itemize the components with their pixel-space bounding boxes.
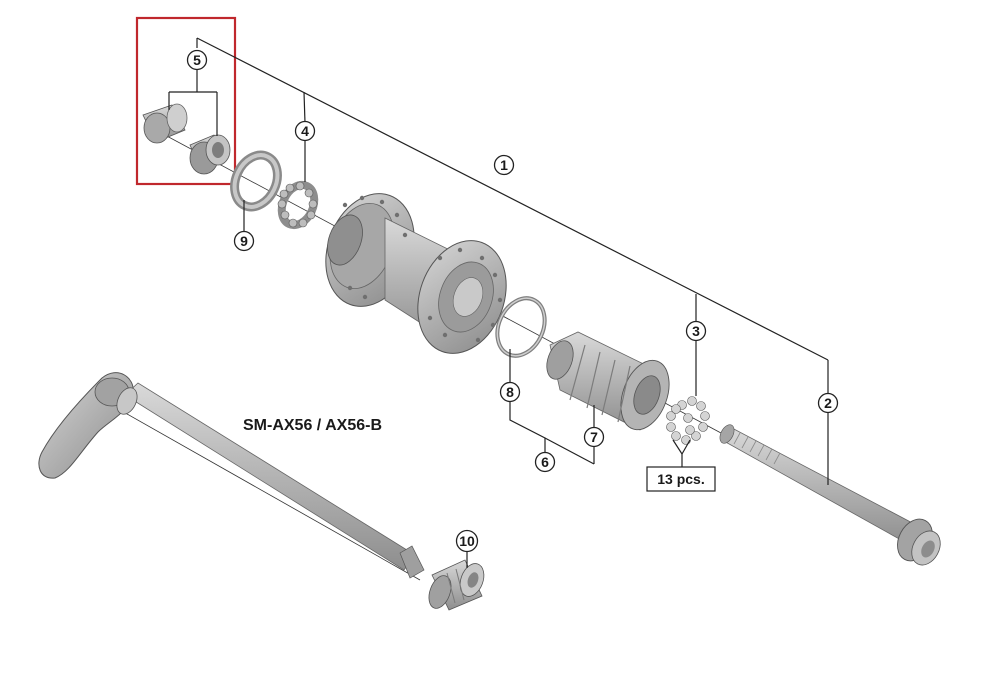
svg-text:10: 10 — [459, 533, 475, 549]
callout-5: 5 — [186, 49, 208, 71]
part-2-hub-axle — [719, 424, 941, 566]
svg-text:4: 4 — [301, 123, 309, 139]
part-5-end-caps — [142, 103, 231, 175]
highlight-box — [135, 16, 237, 186]
part-3-bearing-balls — [666, 396, 710, 445]
leader-lines — [168, 37, 829, 568]
svg-text:9: 9 — [240, 233, 248, 249]
model-title: SM-AX56 / AX56-B — [243, 417, 382, 434]
callout-7: 7 — [583, 426, 605, 448]
part-7-freehub-body — [546, 331, 670, 431]
part-10-axle-nut — [428, 559, 485, 611]
callout-6: 6 — [534, 451, 556, 473]
callout-4: 4 — [294, 120, 316, 142]
part-1-hub-body — [325, 193, 507, 354]
svg-text:2: 2 — [824, 395, 832, 411]
callout-10: 10 — [455, 529, 479, 553]
svg-text:8: 8 — [506, 384, 514, 400]
callout-9: 9 — [233, 230, 255, 252]
svg-text:6: 6 — [541, 454, 549, 470]
svg-text:13 pcs.: 13 pcs. — [657, 471, 704, 487]
svg-text:5: 5 — [193, 52, 201, 68]
svg-text:3: 3 — [692, 323, 700, 339]
svg-text:1: 1 — [500, 157, 508, 173]
callout-1: 1 — [493, 154, 515, 176]
callout-3: 3 — [685, 320, 707, 342]
callout-8: 8 — [499, 381, 521, 403]
svg-text:7: 7 — [590, 429, 598, 445]
callout-2: 2 — [817, 392, 839, 414]
part-8-o-ring — [495, 296, 547, 358]
thru-axle-with-lever — [38, 372, 425, 581]
quantity-note-box: 13 pcs. — [646, 466, 716, 492]
part-4-bearing — [277, 180, 319, 230]
